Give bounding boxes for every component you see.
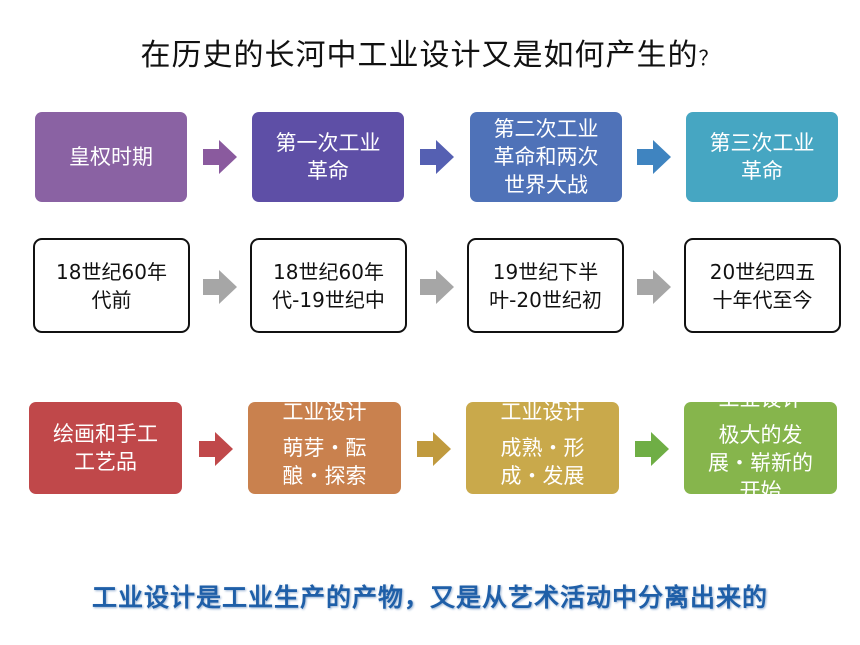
period-line: 代-19世纪中 (272, 287, 385, 312)
era-line: 第三次工业 (709, 131, 815, 155)
period-line: 18世纪60年 (273, 259, 384, 284)
stage-line: 酿・探索 (282, 464, 367, 488)
right-arrow-icon (203, 140, 237, 174)
stage-heading: 工业设计 (282, 402, 367, 424)
title-question-mark: ？ (698, 46, 720, 70)
right-arrow-icon (199, 432, 233, 466)
stage-box-industrial-design-emergence: 工业设计 萌芽・酝 酿・探索 (248, 402, 401, 494)
stage-line: 工艺品 (74, 450, 137, 474)
era-line: 皇权时期 (69, 145, 153, 169)
right-arrow-icon (637, 270, 671, 304)
title-text: 在历史的长河中工业设计又是如何产生的 (140, 38, 699, 73)
era-box-second-industrial-revolution: 第二次工业 革命和两次 世界大战 (470, 112, 622, 202)
era-line: 第二次工业 (493, 117, 599, 141)
period-line: 十年代至今 (712, 287, 813, 312)
period-line: 18世纪60年 (56, 259, 167, 284)
period-line: 代前 (91, 287, 132, 312)
right-arrow-icon (420, 140, 454, 174)
era-box-imperial: 皇权时期 (35, 112, 187, 202)
right-arrow-icon (420, 270, 454, 304)
stage-box-painting-handicraft: 绘画和手工 工艺品 (29, 402, 182, 494)
stage-heading: 工业设计 (684, 402, 837, 413)
conclusion-text: 工业设计是工业生产的产物，又是从艺术活动中分离出来的 (91, 583, 768, 612)
stage-line: 极大的发 (718, 423, 803, 447)
era-line: 革命和两次 (493, 145, 599, 169)
period-line: 20世纪四五 (709, 259, 816, 284)
right-arrow-icon (417, 432, 451, 466)
era-box-first-industrial-revolution: 第一次工业 革命 (252, 112, 404, 202)
period-box-pre-1760s: 18世纪60年 代前 (33, 238, 190, 333)
right-arrow-icon (203, 270, 237, 304)
era-line: 革命 (741, 159, 783, 183)
period-box-late-19th-early-20th: 19世纪下半 叶-20世纪初 (467, 238, 624, 333)
period-line: 叶-20世纪初 (489, 287, 602, 312)
period-box-1940s-present: 20世纪四五 十年代至今 (684, 238, 841, 333)
stage-line: 成熟・形 (500, 436, 585, 460)
stage-line: 开始 (739, 479, 782, 494)
era-line: 第一次工业 (275, 131, 381, 155)
period-line: 19世纪下半 (492, 259, 599, 284)
right-arrow-icon (635, 432, 669, 466)
stage-line: 成・发展 (500, 464, 585, 488)
stage-line: 萌芽・酝 (282, 436, 367, 460)
era-box-third-industrial-revolution: 第三次工业 革命 (686, 112, 838, 202)
stage-heading: 工业设计 (500, 402, 585, 424)
era-line: 革命 (307, 159, 349, 183)
stage-box-industrial-design-new-start: 工业设计 极大的发 展・崭新的 开始 (684, 402, 837, 494)
page-title: 在历史的长河中工业设计又是如何产生的？ (0, 30, 860, 74)
stage-box-industrial-design-maturity: 工业设计 成熟・形 成・发展 (466, 402, 619, 494)
stage-line: 展・崭新的 (708, 451, 813, 475)
period-box-1760s-mid-19th: 18世纪60年 代-19世纪中 (250, 238, 407, 333)
right-arrow-icon (637, 140, 671, 174)
era-line: 世界大战 (504, 173, 588, 197)
stage-line: 绘画和手工 (53, 422, 158, 446)
